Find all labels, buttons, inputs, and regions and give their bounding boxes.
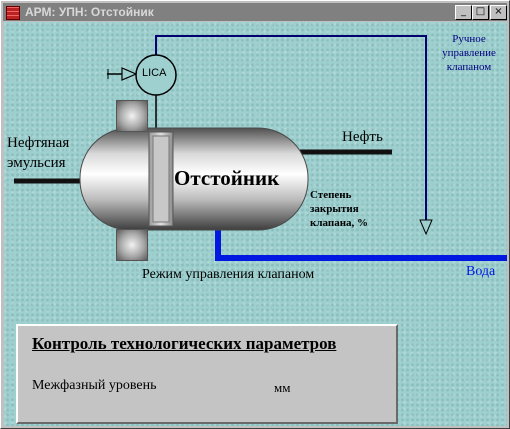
valve-degree-line2: закрытия — [310, 203, 359, 215]
lica-input-arrow-icon — [121, 67, 138, 81]
bottom-level-indicator[interactable] — [116, 229, 148, 261]
valve-degree-line1: Степень — [310, 189, 352, 201]
vessel-label: Отстойник — [174, 166, 280, 190]
title-bar[interactable]: АРМ: УПН: Отстойник _ □ × — [3, 3, 507, 21]
manual-control-line3[interactable]: клапаном — [446, 61, 492, 73]
maximize-button[interactable]: □ — [472, 5, 489, 20]
minimize-icon: _ — [461, 6, 466, 17]
maximize-icon: □ — [475, 6, 486, 17]
top-level-indicator[interactable] — [116, 100, 148, 132]
inlet-label-line1: Нефтяная — [7, 135, 70, 151]
manual-control-line2[interactable]: управление — [442, 47, 496, 59]
valve-mode-label[interactable]: Режим управления клапаном — [142, 267, 315, 282]
window-title: АРМ: УПН: Отстойник — [25, 5, 154, 19]
valve-degree-line3: клапана, % — [310, 217, 369, 229]
interface-level-label: Межфазный уровень — [32, 378, 157, 393]
signal-arrow-icon — [419, 219, 433, 236]
minimize-button[interactable]: _ — [455, 5, 472, 20]
water-label: Вода — [466, 264, 496, 279]
app-icon[interactable] — [6, 6, 20, 20]
interface-level-unit: мм — [274, 380, 291, 395]
panel-title: Контроль технологических параметров — [32, 334, 337, 353]
water-pipe — [215, 226, 507, 261]
settler-vessel[interactable] — [79, 127, 309, 231]
oil-label: Нефть — [342, 129, 383, 145]
close-icon: × — [494, 6, 503, 17]
lica-label: LICA — [142, 67, 167, 79]
inlet-label-line2: эмульсия — [7, 155, 66, 171]
close-button[interactable]: × — [490, 5, 507, 20]
vessel-band-slot — [152, 135, 170, 223]
control-signal-line — [155, 35, 427, 222]
lica-instrument[interactable] — [135, 54, 177, 96]
parameters-panel: Контроль технологических параметров Межф… — [16, 324, 398, 424]
process-diagram — [14, 35, 507, 261]
manual-control-line1[interactable]: Ручное — [452, 33, 486, 45]
mimic-canvas: LICA Нефтяная эмульсия Отстойник Нефть С… — [4, 22, 507, 426]
